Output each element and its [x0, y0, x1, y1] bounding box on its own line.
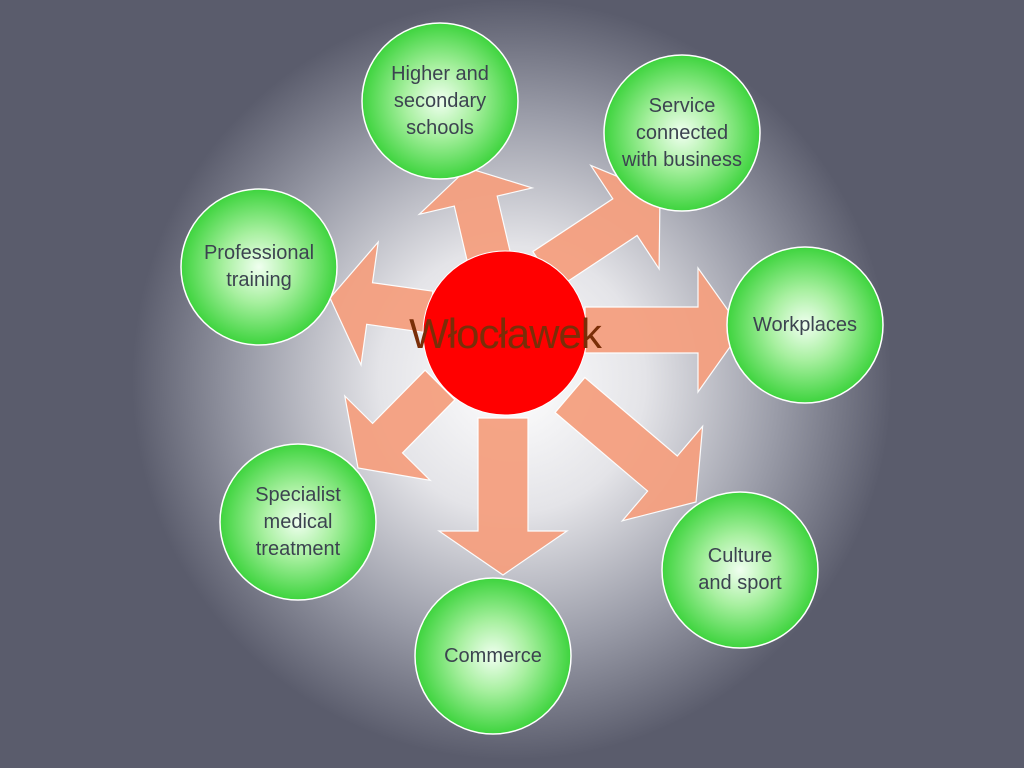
center-circle [422, 250, 588, 416]
arrow-to-higher-schools [417, 167, 535, 268]
node-group [180, 22, 884, 735]
node-circle-culture-sport [661, 491, 819, 649]
node-circle-professional-training [180, 188, 338, 346]
center-label: Włocławek [409, 310, 602, 357]
node-circle-service-business [603, 54, 761, 212]
node-circle-medical [219, 443, 377, 601]
node-label-medical: Specialist medical treatment [255, 483, 341, 560]
arrow-to-culture-sport [554, 376, 704, 522]
node-circle-higher-schools [361, 22, 519, 180]
node-label-culture-sport: Culture and sport [698, 545, 782, 594]
node-circle-workplaces [726, 246, 884, 404]
node-label-commerce: Commerce [444, 644, 542, 667]
arrow-group [329, 164, 743, 576]
node-label-workplaces: Workplaces [752, 313, 858, 336]
node-label-service-business: Service connected with business [621, 94, 743, 171]
node-circle-commerce [414, 577, 572, 735]
node-label-higher-schools: Higher and secondary schools [391, 62, 489, 139]
arrow-to-medical [343, 369, 456, 482]
arrow-to-professional-training [329, 240, 434, 367]
node-label-professional-training: Professional training [203, 242, 315, 291]
arrow-to-workplaces [584, 266, 743, 394]
arrow-to-commerce [437, 417, 569, 576]
